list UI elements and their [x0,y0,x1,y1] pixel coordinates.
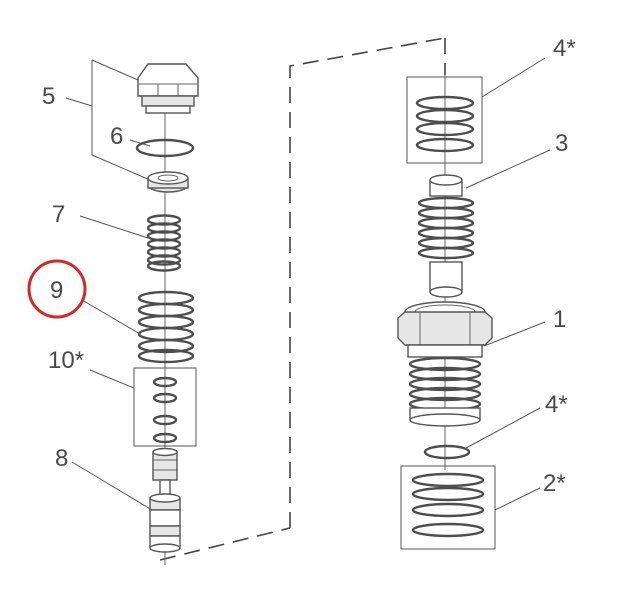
part-1-valve-body [397,301,493,427]
label-part-5: 5 [42,83,55,110]
part-6-o-ring [135,138,195,158]
part-4-o-rings-top [406,76,483,164]
label-part-6: 6 [110,123,123,150]
part-5-cap-nut [137,63,199,114]
label-part-1: 1 [553,306,566,333]
part-7-small-spring [146,214,182,272]
label-part-8: 8 [55,445,68,472]
part-5-bracket [91,59,151,181]
label-part-3: 3 [555,130,568,157]
part-4-o-ring-bottom [423,444,471,460]
part-5-bushing [147,171,189,193]
label-part-4-top: 4* [553,35,576,62]
part-9-large-spring [137,290,195,364]
label-part-4-bottom: 4* [545,391,568,418]
part-2-o-rings [400,465,496,550]
label-part-2: 2* [543,470,566,497]
part-8-piston [149,447,181,553]
highlight-circle [27,259,87,319]
label-part-10: 10* [48,347,84,374]
part-3-sleeve [417,174,475,298]
label-part-9: 9 [50,277,63,304]
part-10-seal-kit [133,367,197,447]
assembly-dashed-lines [159,37,446,561]
leader-lines [65,57,551,511]
label-part-7: 7 [52,201,65,228]
